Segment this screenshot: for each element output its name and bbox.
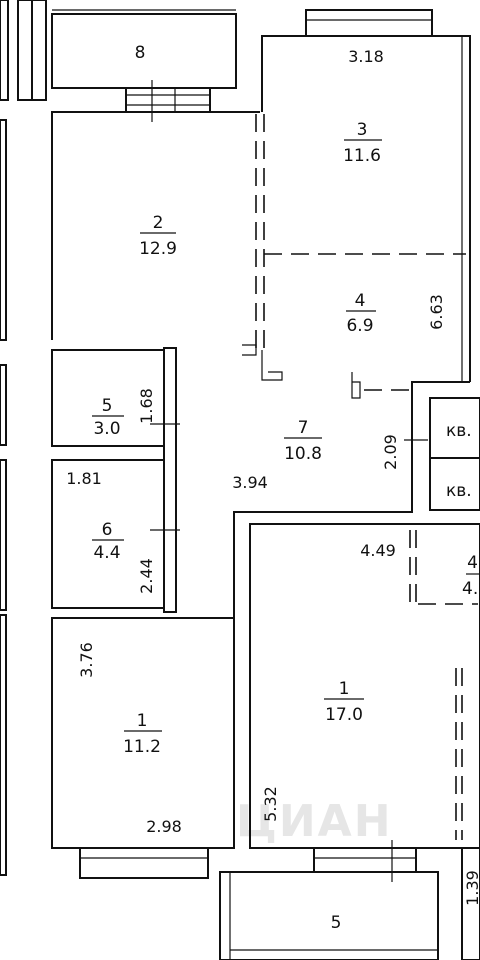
room-4-number: 4 (355, 291, 366, 311)
dim-1-39: 1.39 (463, 870, 480, 906)
room-6-area: 4.4 (93, 543, 120, 563)
room-1-left-number: 1 (137, 711, 148, 731)
room-1-right-area: 17.0 (325, 705, 363, 725)
dim-2-09: 2.09 (381, 434, 400, 470)
room-2-area: 12.9 (139, 239, 177, 259)
room-6-number: 6 (102, 520, 113, 540)
room-1-left-area: 11.2 (123, 737, 161, 757)
balcony-top (51, 9, 237, 122)
room-3-area: 11.6 (343, 146, 381, 166)
dim-1-68: 1.68 (137, 388, 156, 424)
room-7-number: 7 (298, 418, 309, 438)
apartment-boxes (429, 397, 480, 511)
dim-3-18: 3.18 (348, 47, 384, 66)
apartment-label-2: кв. (446, 481, 472, 501)
left-edge-walls (0, 0, 47, 876)
room-1-left-outline (51, 617, 235, 879)
room-3-number: 3 (357, 120, 368, 140)
room-2-number: 2 (153, 213, 164, 233)
room-5-number: 5 (102, 396, 113, 416)
dim-2-44: 2.44 (137, 558, 156, 594)
apartment-label-1: кв. (446, 421, 472, 441)
room-1-right-number: 1 (339, 679, 350, 699)
corridor-walls (233, 381, 470, 848)
room-4-right-number: 4 (467, 553, 478, 573)
room-4-right-area: 4. (462, 579, 478, 599)
dim-2-98: 2.98 (146, 817, 182, 836)
room-8-number: 8 (135, 43, 146, 63)
dim-1-81: 1.81 (66, 469, 102, 488)
dim-3-94: 3.94 (232, 473, 268, 492)
room-2-outline (51, 111, 260, 340)
dim-6-63: 6.63 (427, 294, 446, 330)
watermark: ЦИАН (236, 796, 393, 847)
room-3-4-outline (242, 35, 471, 399)
window-top-right (305, 9, 433, 37)
room-6-outline (51, 459, 180, 609)
balcony-5-number: 5 (331, 913, 342, 933)
room-7-area: 10.8 (284, 444, 322, 464)
dim-3-76: 3.76 (77, 642, 96, 678)
dim-4-49: 4.49 (360, 541, 396, 560)
right-bottom-strip (461, 847, 480, 960)
dim-5-32: 5.32 (261, 786, 280, 822)
room-4-area: 6.9 (346, 316, 373, 336)
room-5-area: 3.0 (93, 419, 120, 439)
balcony-bottom (219, 871, 439, 960)
